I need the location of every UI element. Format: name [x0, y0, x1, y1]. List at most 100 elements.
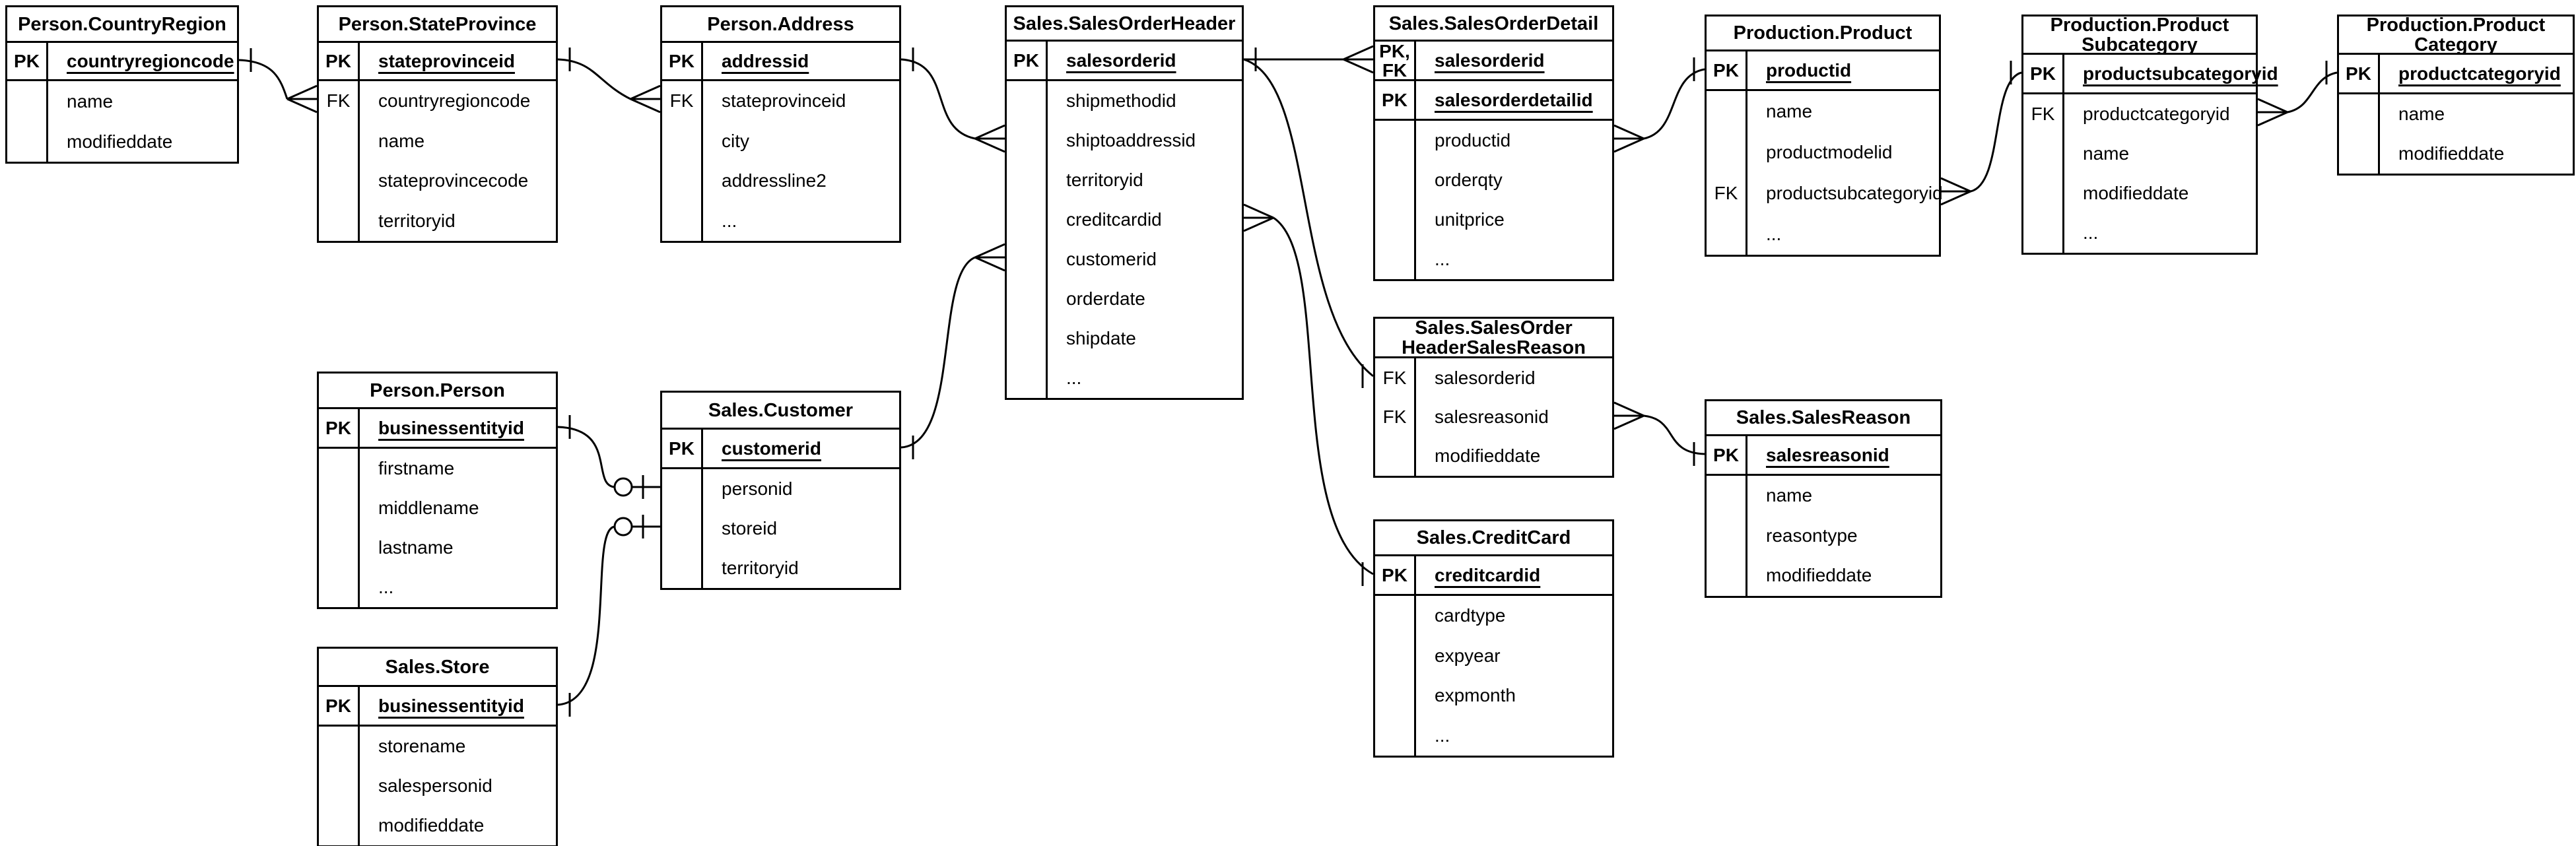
connector-address-to-salesorderheader[interactable]	[900, 48, 1005, 153]
body-key-column	[1375, 596, 1416, 756]
key-label-line: PK	[2030, 63, 2056, 84]
fk-label	[319, 806, 358, 845]
fk-label	[1707, 476, 1746, 516]
connector-salesorderdetail-to-product[interactable]	[1613, 57, 1705, 153]
fk-label	[1007, 81, 1046, 121]
key-label: PK	[662, 43, 703, 79]
relationship-line[interactable]	[557, 426, 615, 488]
key-label: PK	[1007, 42, 1048, 79]
connector-salesorderheader-to-headersalesreason[interactable]	[1243, 58, 1374, 388]
entity-title-line: Sales.SalesOrder	[1415, 317, 1573, 339]
relationship-line[interactable]	[1243, 58, 1374, 377]
fk-label	[319, 766, 358, 806]
connector-salesorderheader-to-creditcard[interactable]	[1243, 203, 1374, 586]
relationship-line[interactable]	[1970, 71, 2022, 193]
entity-title-line: Sales.CreditCard	[1416, 527, 1571, 548]
key-label-line: PK	[669, 51, 695, 71]
cardinality-many-crowsfoot-icon	[1613, 401, 1644, 430]
connector-headersalesreason-to-salesreason[interactable]	[1613, 401, 1705, 466]
connector-customer-to-salesorderheader[interactable]	[900, 243, 1005, 459]
attr-name: middlename	[378, 498, 479, 518]
fk-label	[7, 81, 46, 121]
fk-label	[662, 509, 701, 548]
key-label-line: PK	[1013, 50, 1039, 71]
attr-name: modifieddate	[378, 815, 485, 835]
relationship-line[interactable]	[2287, 71, 2338, 114]
attr-name: creditcardid	[1066, 209, 1162, 230]
attr-name: storeid	[722, 518, 778, 538]
body-key-column	[1007, 81, 1048, 398]
attr-name: name	[1766, 485, 1813, 506]
relationship-line[interactable]	[1273, 216, 1374, 575]
cardinality-many-crowsfoot-icon	[1940, 177, 1971, 206]
connector-productsubcategory-to-productcategory[interactable]	[2257, 61, 2338, 127]
relationship-line[interactable]	[900, 58, 976, 140]
fk-label	[662, 121, 701, 162]
attr-name: reasontype	[1766, 525, 1858, 546]
fk-label	[1007, 240, 1046, 279]
attr-name: ...	[2083, 222, 2099, 243]
pk-attr-name: salesorderdetailid	[1435, 89, 1593, 110]
cardinality-many-crowsfoot-icon	[630, 84, 661, 114]
cardinality-many-crowsfoot-icon	[974, 243, 1005, 272]
body-key-column	[2339, 94, 2380, 174]
relationship-line[interactable]	[557, 525, 615, 706]
fk-label	[1007, 121, 1046, 160]
key-label: PK,FK	[1375, 40, 1416, 80]
fk-label	[662, 161, 701, 201]
entity-title: Production.Product	[1707, 16, 1939, 51]
key-label-line: PK	[325, 696, 351, 716]
connector-stateprovince-to-address[interactable]	[557, 48, 661, 114]
fk-label	[2023, 213, 2062, 253]
entity-title-line: Production.Product	[1733, 22, 1913, 44]
attr-name: ...	[1766, 224, 1782, 244]
body-key-column	[319, 449, 360, 607]
fk-label	[7, 121, 46, 162]
fk-label: FK	[669, 90, 694, 112]
key-label: PK	[1707, 51, 1747, 89]
attr-name: stateprovinceid	[722, 90, 846, 112]
connector-salesorderheader-to-salesorderdetail[interactable]	[1244, 45, 1374, 74]
key-label: PK	[319, 409, 360, 447]
connector-store-to-customer[interactable]	[557, 515, 660, 717]
key-label-line: PK	[669, 438, 695, 459]
key-label-line: PK	[14, 51, 40, 71]
relationship-line[interactable]	[1643, 414, 1705, 455]
attr-name: orderdate	[1066, 288, 1145, 309]
relationship-line[interactable]	[238, 59, 288, 100]
connector-person-to-customer[interactable]	[557, 415, 660, 499]
attr-name: shipdate	[1066, 328, 1136, 348]
entity-title-line: HeaderSalesReason	[1402, 337, 1586, 358]
connector-product-to-productsubcategory[interactable]	[1940, 61, 2022, 206]
entity-title-line: Sales.Store	[385, 656, 490, 678]
key-label-line: PK,	[1379, 40, 1410, 61]
fk-label: FK	[326, 90, 351, 112]
relationship-line[interactable]	[1643, 68, 1705, 140]
fk-label	[1007, 358, 1046, 398]
attr-name: name	[2398, 104, 2445, 124]
entity-title-line: Subcategory	[2082, 34, 2198, 55]
connector-countryregion-to-stateprovince[interactable]	[238, 48, 318, 114]
relationship-line[interactable]	[900, 256, 976, 449]
